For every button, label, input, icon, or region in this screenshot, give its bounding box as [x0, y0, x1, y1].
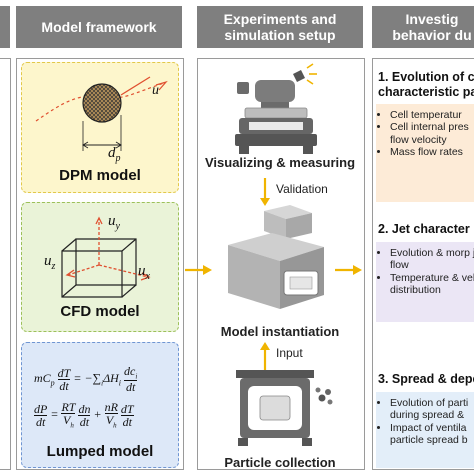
header-model-framework: Model framework [16, 6, 182, 48]
section1-title: 1. Evolution of c characteristic pa [378, 70, 474, 99]
cfd-cube-diagram [61, 216, 151, 298]
left-sliver-header [0, 6, 10, 48]
cfd-model-box: uy uz ux CFD model [21, 202, 179, 332]
camera-setup-icon [235, 63, 317, 154]
particle-collection-label: Particle collection [224, 455, 336, 470]
section1-list: Cell temperatur Cell internal pres flow … [376, 104, 474, 202]
dpm-model-box: u dp DPM model [21, 62, 179, 193]
header-experiments: Experiments and simulation setup [197, 6, 363, 48]
left-sliver-panel [0, 58, 11, 470]
cfd-model-title: CFD model [60, 303, 140, 320]
section2-title: 2. Jet character [378, 222, 470, 236]
validation-label: Validation [276, 182, 328, 196]
section2-list: Evolution & morp jet flow Temperature & … [376, 242, 474, 322]
header-model-framework-label: Model framework [41, 18, 157, 35]
particle-collection-icon [236, 370, 333, 446]
instantiation-label: Model instantiation [220, 324, 340, 339]
section2-item: Evolution & morp jet flow [390, 247, 474, 272]
header-investigation: Investig behavior du [372, 6, 474, 48]
section3-item: Impact of ventila particle spread b [390, 422, 474, 447]
cfd-uz-sub: z [51, 261, 56, 272]
section1-item: Cell temperatur [390, 109, 474, 121]
cfd-ux-u: u [138, 263, 146, 279]
section1-item: Cell internal pres flow velocity [390, 121, 474, 146]
input-label: Input [276, 346, 303, 360]
model-instantiation-icon [228, 205, 324, 309]
section3-list: Evolution of parti during spread & Impac… [376, 392, 474, 468]
cfd-uz-u: u [44, 253, 52, 269]
input-arrow [260, 342, 270, 370]
cfd-uy-sub: y [115, 221, 120, 232]
section3-title: 3. Spread & depe [378, 372, 474, 386]
validation-arrow [260, 178, 270, 206]
dpm-diameter-sub: p [115, 153, 121, 164]
header-investigation-label: Investig behavior du [392, 10, 472, 43]
visualizing-label: Visualizing & measuring [204, 155, 356, 170]
cfd-ux-symbol: ux [138, 263, 150, 282]
arrow-instantiation-to-results [335, 265, 362, 275]
cfd-uy-u: u [108, 213, 116, 229]
arrow-models-to-instantiation [185, 265, 212, 275]
dpm-diameter-d: d [108, 145, 116, 161]
cfd-uy-symbol: uy [108, 213, 120, 232]
dpm-model-title: DPM model [59, 167, 141, 184]
section1-item: Mass flow rates [390, 146, 474, 158]
cfd-ux-sub: x [145, 271, 150, 282]
cfd-uz-symbol: uz [44, 253, 55, 272]
header-experiments-label: Experiments and simulation setup [223, 10, 337, 43]
lumped-model-title: Lumped model [46, 443, 154, 460]
dpm-velocity-symbol: u [152, 83, 159, 98]
section2-item: Temperature & vel distribution [390, 272, 474, 297]
dpm-diameter-symbol: dp [108, 145, 121, 164]
section3-item: Evolution of parti during spread & [390, 397, 474, 422]
dpm-particle-diagram [35, 76, 168, 151]
